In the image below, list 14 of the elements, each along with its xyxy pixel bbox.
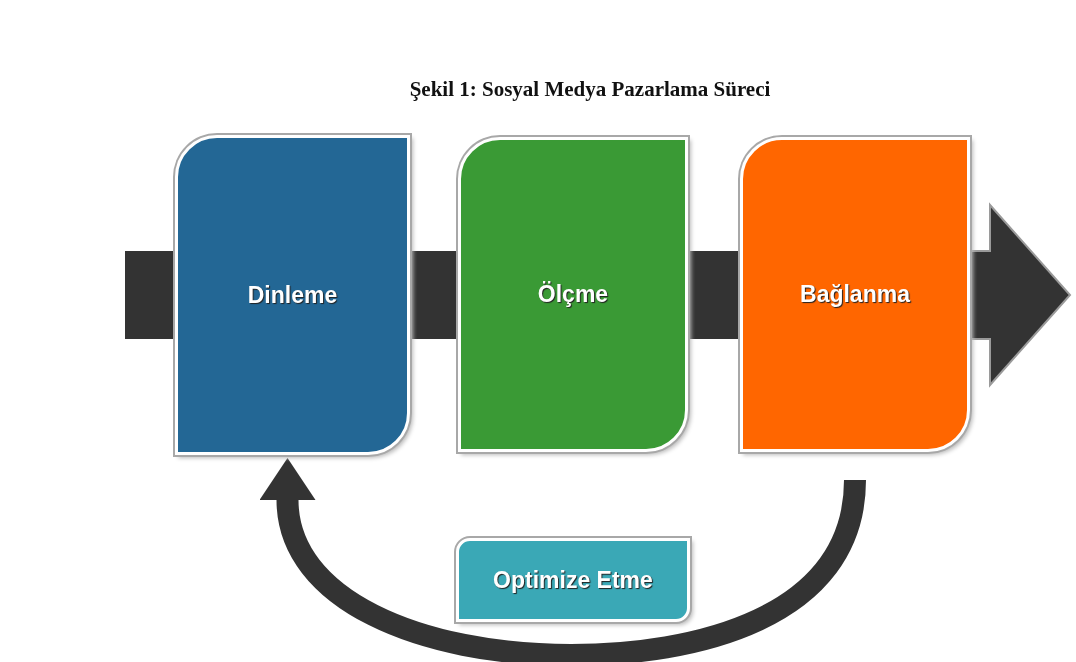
process-box (456, 538, 690, 622)
step-label: Optimize Etme (493, 565, 653, 595)
step-label: Dinleme (247, 280, 338, 310)
step-label: Ölçme (537, 280, 609, 310)
figure-title: Şekil 1: Sosyal Medya Pazarlama Süreci (408, 76, 772, 103)
process-box (458, 137, 688, 452)
arrow-band (969, 202, 1072, 388)
process-box (740, 137, 970, 452)
arrow-band (125, 251, 175, 339)
arrow-band (688, 251, 740, 339)
curved-arrow (259, 458, 866, 662)
arrow-band (410, 251, 458, 339)
process-box (175, 135, 410, 455)
step-label: Bağlanma (800, 280, 910, 310)
